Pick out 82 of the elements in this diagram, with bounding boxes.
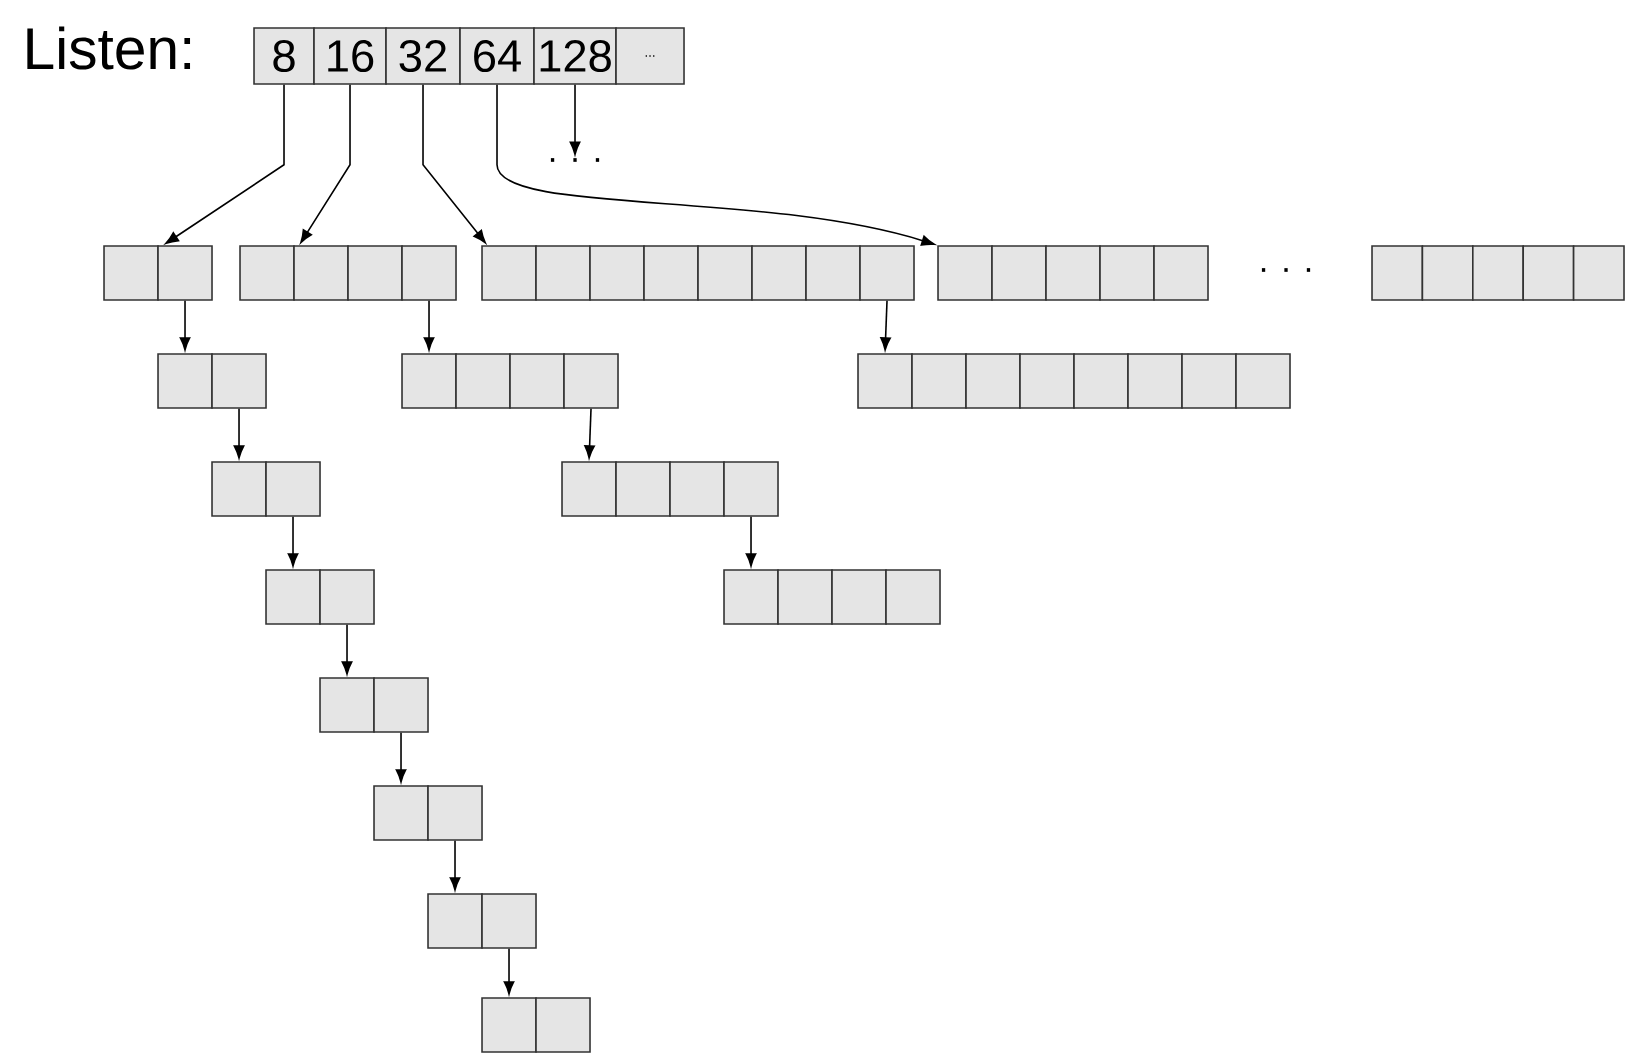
array-cell xyxy=(669,461,725,517)
array-cell xyxy=(991,245,1047,301)
array-cell xyxy=(157,353,213,409)
array-cell xyxy=(427,785,483,841)
array-cell xyxy=(615,461,671,517)
array-cell xyxy=(805,245,861,301)
array-cell xyxy=(509,353,565,409)
arrow xyxy=(503,948,515,995)
arrow xyxy=(496,84,935,246)
array-cell xyxy=(535,997,591,1053)
array-cell xyxy=(1572,245,1625,301)
array-cell xyxy=(777,569,833,625)
arrow xyxy=(584,408,595,459)
array-cell xyxy=(1099,245,1155,301)
arrow xyxy=(422,84,486,244)
array-cell xyxy=(1421,245,1474,301)
array-cell xyxy=(1371,245,1424,301)
array-cell xyxy=(697,245,753,301)
ellipsis: . . . xyxy=(550,158,600,162)
ellipsis: . . . xyxy=(1261,268,1311,272)
array-cell xyxy=(157,245,213,301)
array-cell xyxy=(859,245,915,301)
array-cell xyxy=(347,245,403,301)
array-cell xyxy=(1235,353,1291,409)
array-cell xyxy=(427,893,483,949)
array-cell xyxy=(751,245,807,301)
array-cell xyxy=(561,461,617,517)
array-cell xyxy=(211,353,267,409)
array-cell xyxy=(103,245,159,301)
array-cell xyxy=(239,245,295,301)
arrow xyxy=(880,300,891,351)
array-cell xyxy=(723,569,779,625)
array-cell xyxy=(723,461,779,517)
array-cell xyxy=(1522,245,1575,301)
arrow xyxy=(423,300,435,351)
array-cell xyxy=(1181,353,1237,409)
array-cell xyxy=(937,245,993,301)
list-cell: 64 xyxy=(459,27,535,85)
array-cell xyxy=(401,245,457,301)
array-cell xyxy=(643,245,699,301)
list-cell: 16 xyxy=(313,27,387,85)
list-heading: Listen: xyxy=(27,26,191,70)
arrow xyxy=(569,84,581,156)
array-cell xyxy=(1127,353,1183,409)
arrow xyxy=(233,408,245,459)
arrow xyxy=(449,840,461,891)
array-cell xyxy=(535,245,591,301)
list-cell: 128 xyxy=(533,27,617,85)
array-cell xyxy=(455,353,511,409)
array-cell xyxy=(481,893,537,949)
array-cell xyxy=(831,569,887,625)
array-cell xyxy=(911,353,967,409)
array-cell xyxy=(1045,245,1101,301)
array-cell xyxy=(885,569,941,625)
arrow xyxy=(341,624,353,675)
list-cell: 8 xyxy=(253,27,315,85)
array-cell xyxy=(965,353,1021,409)
array-cell xyxy=(319,677,375,733)
array-cell xyxy=(265,569,321,625)
list-cell: 32 xyxy=(385,27,461,85)
array-cell xyxy=(1153,245,1209,301)
array-cell xyxy=(481,245,537,301)
array-cell xyxy=(589,245,645,301)
arrow xyxy=(179,300,191,351)
arrow xyxy=(165,84,285,245)
arrow xyxy=(745,516,757,567)
array-cell xyxy=(319,569,375,625)
array-cell xyxy=(1073,353,1129,409)
array-cell xyxy=(1472,245,1524,301)
array-cell xyxy=(481,997,537,1053)
array-cell xyxy=(1019,353,1075,409)
arrow xyxy=(287,516,299,567)
array-cell xyxy=(401,353,457,409)
arrow xyxy=(395,732,407,783)
array-cell xyxy=(211,461,267,517)
array-cell xyxy=(563,353,619,409)
array-cell xyxy=(293,245,349,301)
array-cell xyxy=(857,353,913,409)
array-cell xyxy=(265,461,321,517)
arrow xyxy=(300,84,351,244)
array-cell xyxy=(373,785,429,841)
array-cell xyxy=(373,677,429,733)
